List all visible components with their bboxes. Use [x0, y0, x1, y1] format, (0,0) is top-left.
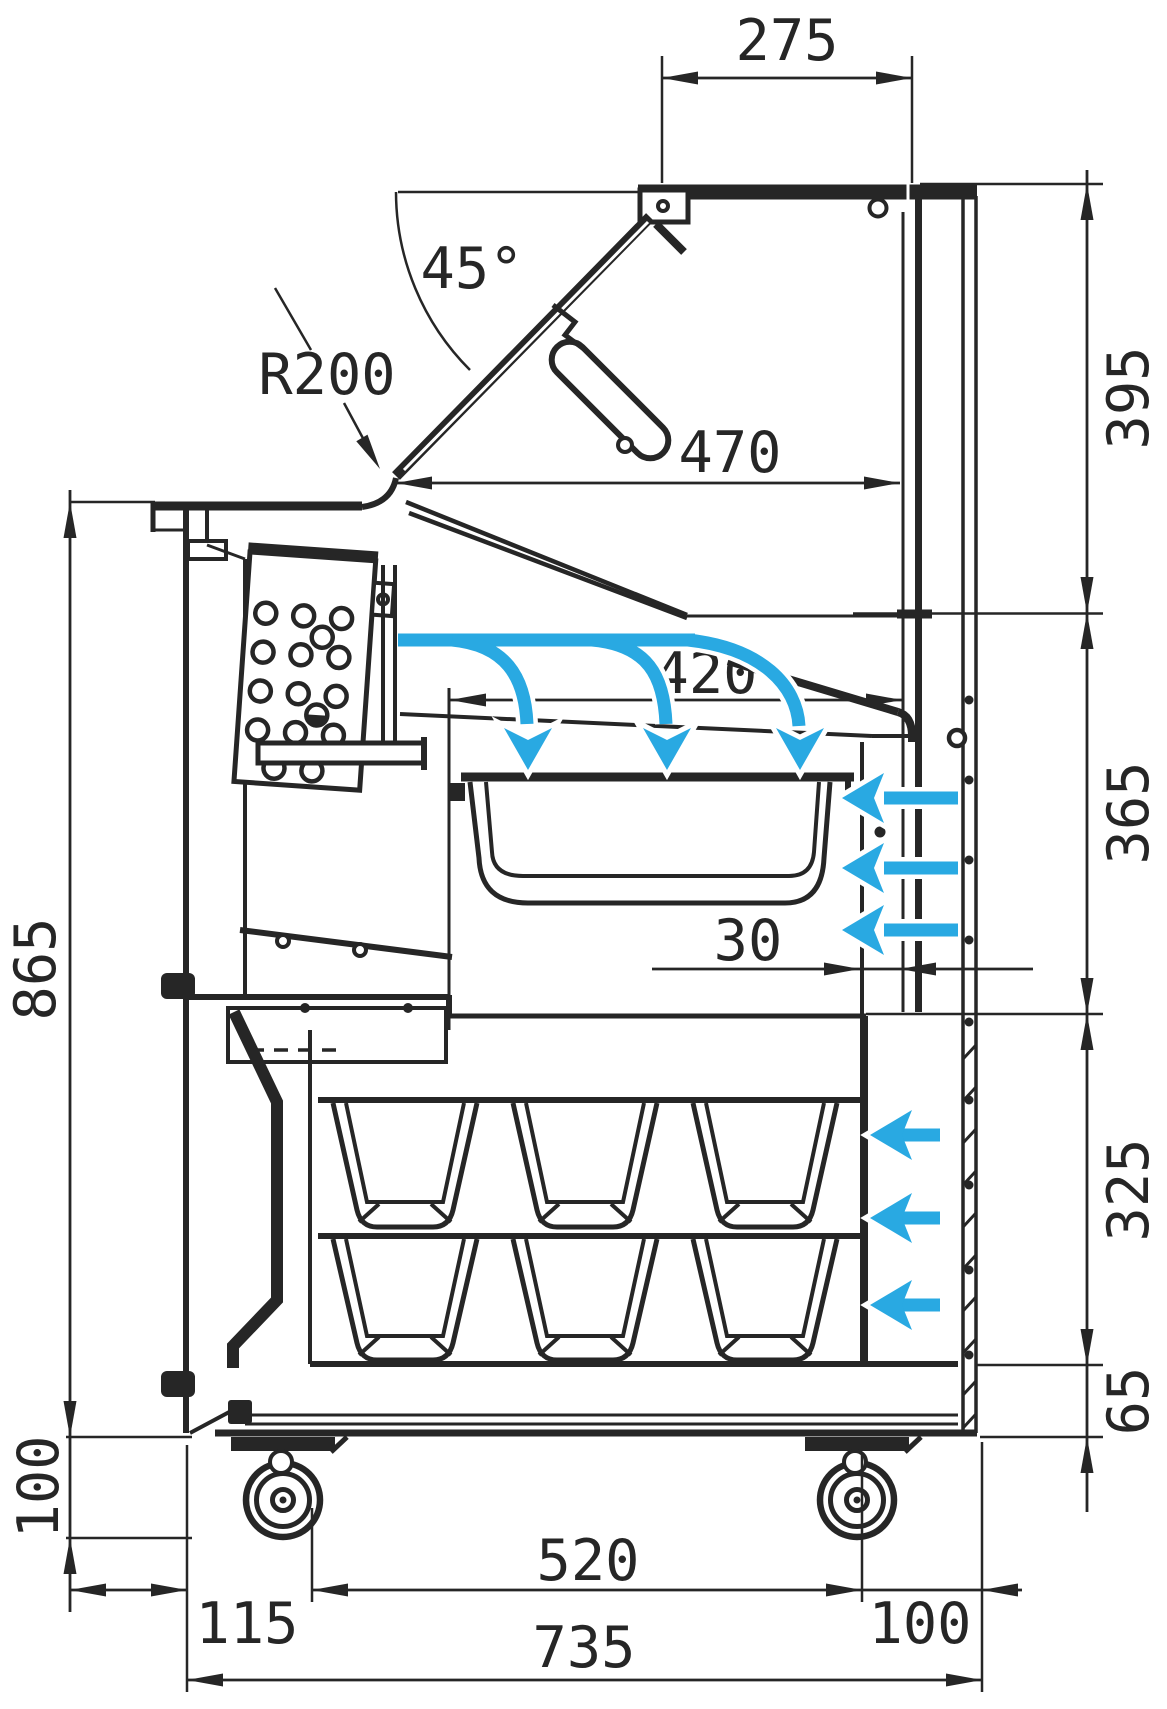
evaporator-panel — [231, 542, 397, 793]
label-100-bottom: 100 — [869, 1591, 972, 1657]
label-865: 865 — [3, 918, 69, 1021]
label-520: 520 — [537, 1528, 640, 1594]
dimension-labels: 275 45° R200 470 420 30 395 365 325 65 8… — [3, 8, 1162, 1681]
storage-bins — [310, 1016, 958, 1367]
label-115: 115 — [196, 1591, 299, 1657]
glass-handle — [548, 303, 672, 462]
label-735: 735 — [533, 1615, 636, 1681]
back-panel-screws — [964, 695, 974, 1360]
dimensions — [63, 56, 1103, 1692]
airflow-arrows — [398, 629, 958, 1342]
label-45deg: 45° — [421, 236, 524, 302]
caster-front — [231, 1435, 349, 1541]
label-r200: R200 — [258, 342, 395, 408]
label-65: 65 — [1096, 1367, 1162, 1436]
label-395: 395 — [1096, 347, 1162, 450]
label-30: 30 — [714, 908, 783, 974]
label-275: 275 — [736, 8, 839, 74]
label-325: 325 — [1096, 1139, 1162, 1242]
label-365: 365 — [1096, 762, 1162, 865]
label-100-left: 100 — [6, 1436, 72, 1539]
label-470: 470 — [679, 420, 782, 486]
cabinet-structure — [150, 183, 978, 1541]
